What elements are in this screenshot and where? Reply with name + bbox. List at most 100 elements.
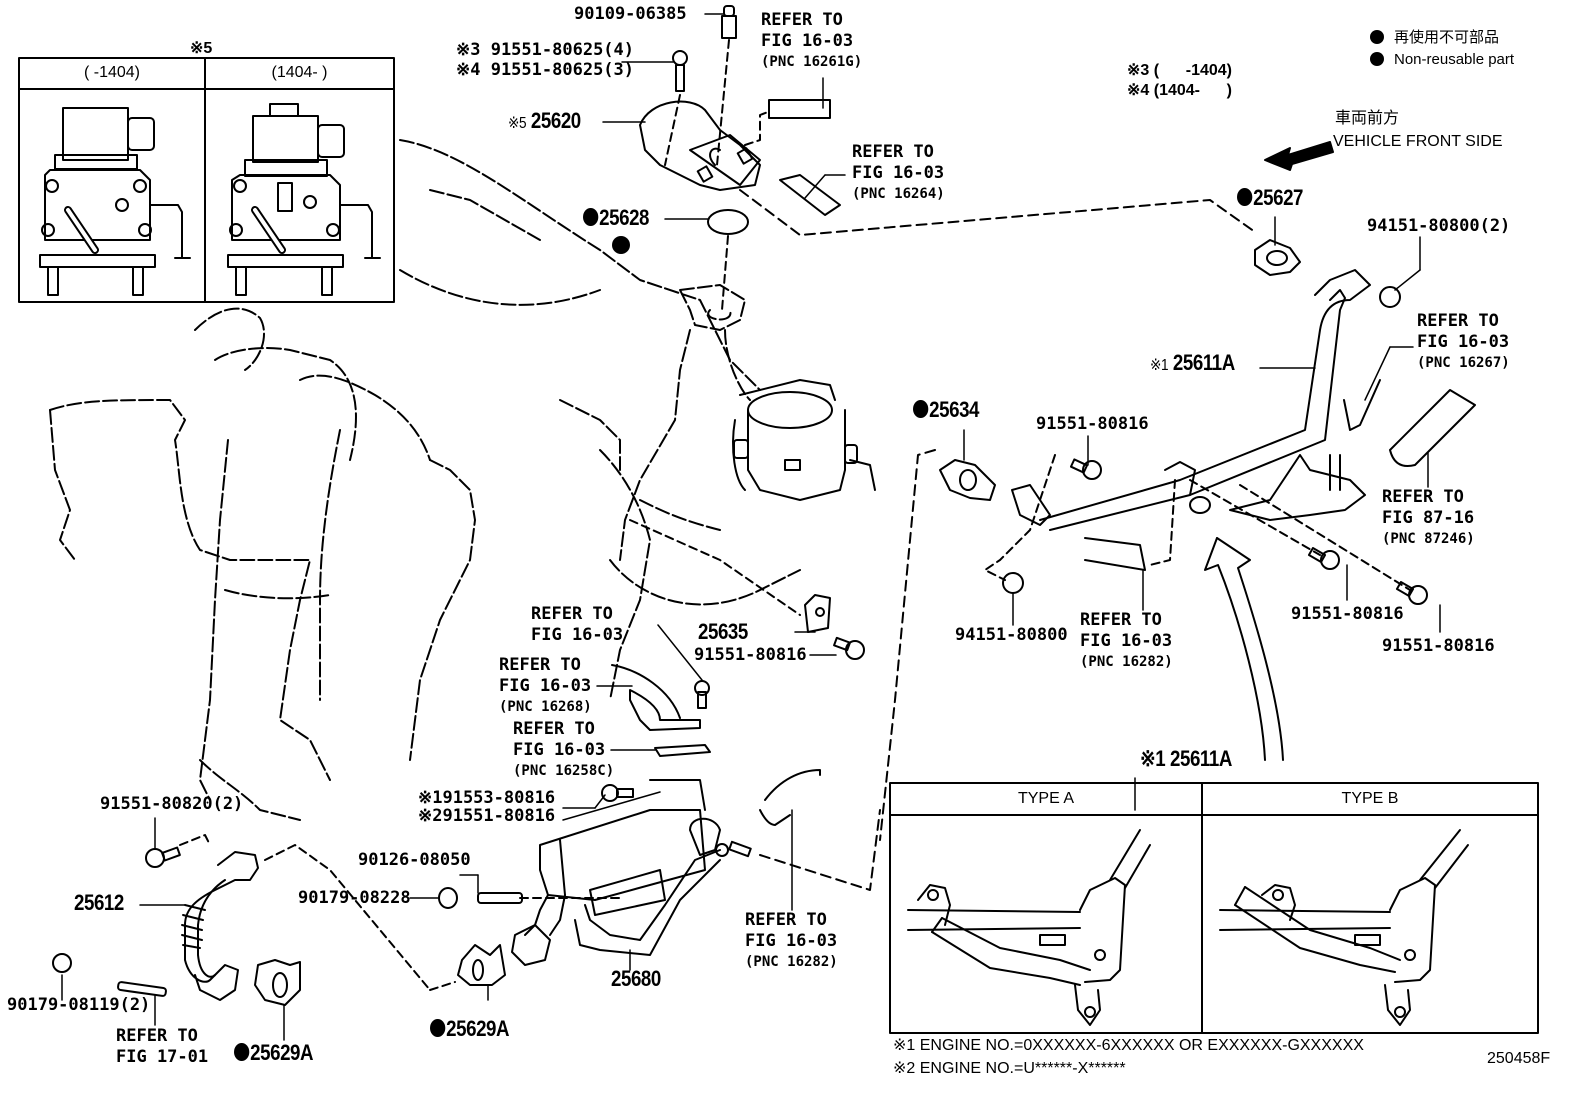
part-label-25629A-mid[interactable]: 25629A: [430, 1018, 510, 1040]
nut-90179-08119[interactable]: [52, 953, 72, 973]
non-reusable-dot-icon: [583, 208, 599, 226]
ref-line: FIG 16-03: [1417, 332, 1510, 352]
ref-pnc: (PNC 16264): [852, 186, 945, 202]
ref-pnc: (PNC 87246): [1382, 531, 1475, 547]
bolt-91551-80816-c[interactable]: [1395, 581, 1428, 605]
part-label-91551-80625-4[interactable]: ※4 91551-80625(3): [456, 60, 635, 80]
part-note-prefix: ※1: [1150, 357, 1169, 374]
bolt-91551-80816-a[interactable]: [1069, 458, 1102, 480]
part-label-90179-08228[interactable]: 90179-08228: [298, 888, 411, 908]
vehicle-front-en: VEHICLE FRONT SIDE: [1333, 133, 1503, 150]
pipe-type-a-drawing: [907, 829, 1151, 1026]
part-label-90126-08050[interactable]: 90126-08050: [358, 850, 471, 870]
part-label-90179-08119[interactable]: 90179-08119(2): [7, 995, 151, 1015]
hose-16261g: [768, 99, 831, 119]
gasket-25629A-left[interactable]: [254, 959, 301, 1006]
part-label-25634[interactable]: 25634: [913, 399, 979, 421]
nut-94151-80800-top[interactable]: [1379, 286, 1401, 308]
bolt-cooler-right[interactable]: [715, 840, 752, 858]
bolt-91551-80625[interactable]: [672, 50, 688, 92]
leader-dash: [179, 834, 211, 846]
part-label-91551-80816-b[interactable]: 91551-80816: [1291, 604, 1404, 624]
part-label-25612[interactable]: 25612: [74, 890, 124, 915]
hose-16282-lower: [759, 769, 821, 826]
part-label-91551-80820[interactable]: 91551-80820(2): [100, 794, 244, 814]
gasket-25628[interactable]: [707, 209, 749, 235]
figure-code: 250458F: [1487, 1050, 1551, 1067]
bolt-90109-06385[interactable]: [721, 5, 737, 39]
bolt-91553-80816[interactable]: [601, 784, 634, 802]
leader-dash: [716, 39, 730, 166]
pipe-inset-type-a: TYPE A: [1017, 790, 1075, 807]
pipe-inset-title-text: ※1 25611A: [1140, 746, 1232, 771]
valve-inset-col-a: ( -1404): [83, 64, 141, 81]
part-label-25680[interactable]: 25680: [611, 966, 661, 991]
part-label-90109-06385[interactable]: 90109-06385: [574, 4, 687, 24]
pipe-type-b-drawing: [1219, 829, 1469, 1026]
ref-pnc: (PNC 16261G): [761, 54, 863, 70]
nut-90179-08228[interactable]: [438, 887, 458, 909]
bracket-25635[interactable]: [804, 594, 831, 633]
non-reusable-dot-icon: [1370, 52, 1384, 66]
hose-16264: [779, 174, 841, 216]
nut-94151-80800[interactable]: [1002, 572, 1024, 594]
bolt-91551-80816-d[interactable]: [833, 636, 865, 660]
non-reusable-dot-icon: [1237, 188, 1253, 206]
part-label-91551-80816-a[interactable]: 91551-80816: [1036, 414, 1149, 434]
hose-16282: [1084, 537, 1146, 571]
stud-90126-08050[interactable]: [477, 892, 523, 904]
non-reusable-dot-icon: [913, 400, 929, 418]
part-number: 25627: [1253, 185, 1304, 210]
hose-line: [611, 664, 681, 719]
part-label-94151-80800-2[interactable]: 94151-80800(2): [1367, 216, 1511, 236]
bolt-90179-mid[interactable]: [694, 680, 710, 709]
egr-pipe-25611A[interactable]: [1011, 269, 1371, 531]
gasket-16258c: [654, 744, 711, 757]
bolt-91551-80820[interactable]: [145, 846, 181, 868]
bolt-91551-80816-b[interactable]: [1307, 547, 1340, 570]
legend-label-jp: 再使用不可部品: [1394, 29, 1500, 46]
part-label-25635[interactable]: 25635: [698, 619, 748, 644]
valve-inset-col-b: (1404- ): [271, 64, 328, 81]
ref-line: REFER TO: [761, 10, 843, 30]
ref-line: FIG 16-03: [499, 676, 592, 696]
ref-line: REFER TO: [116, 1026, 198, 1046]
ref-pnc: (PNC 16268): [499, 699, 592, 715]
egr-valve-25620[interactable]: [639, 100, 761, 191]
part-label-91551-80816-e[interactable]: ※291551-80816: [418, 806, 556, 826]
egr-cooler-25680[interactable]: [524, 779, 721, 956]
part-label-91551-80816-c[interactable]: 91551-80816: [1382, 636, 1495, 656]
egr-valve-late-drawing: [227, 103, 381, 296]
part-label-25620[interactable]: ※5 25620: [508, 110, 581, 134]
part-label-94151-80800[interactable]: 94151-80800: [955, 625, 1068, 645]
hose-87246: [1389, 389, 1476, 467]
stud-17-01[interactable]: [117, 981, 167, 997]
part-label-91553-80816[interactable]: ※191553-80816: [418, 788, 556, 808]
part-number: 25611A: [1172, 350, 1235, 375]
gasket-25634[interactable]: [939, 459, 996, 501]
part-label-25611A[interactable]: ※1 25611A: [1150, 352, 1235, 376]
part-label-25629A-left[interactable]: 25629A: [234, 1042, 314, 1064]
egr-pipe-25612[interactable]: [181, 851, 259, 1001]
part-label-91551-80816-d[interactable]: 91551-80816: [694, 645, 807, 665]
note-3: ※3 ( -1404): [1127, 62, 1232, 79]
part-label-25628[interactable]: 25628: [583, 207, 649, 229]
ref-line: FIG 16-03: [761, 31, 854, 51]
gasket-25629A-mid[interactable]: [457, 944, 506, 986]
gasket-25627[interactable]: [1254, 239, 1301, 276]
leader-dash: [739, 189, 1256, 236]
part-label-25627[interactable]: 25627: [1237, 185, 1304, 210]
part-label-91551-80625-3[interactable]: ※3 91551-80625(4): [456, 40, 635, 60]
gasket-cooler-inlet[interactable]: [511, 924, 551, 966]
